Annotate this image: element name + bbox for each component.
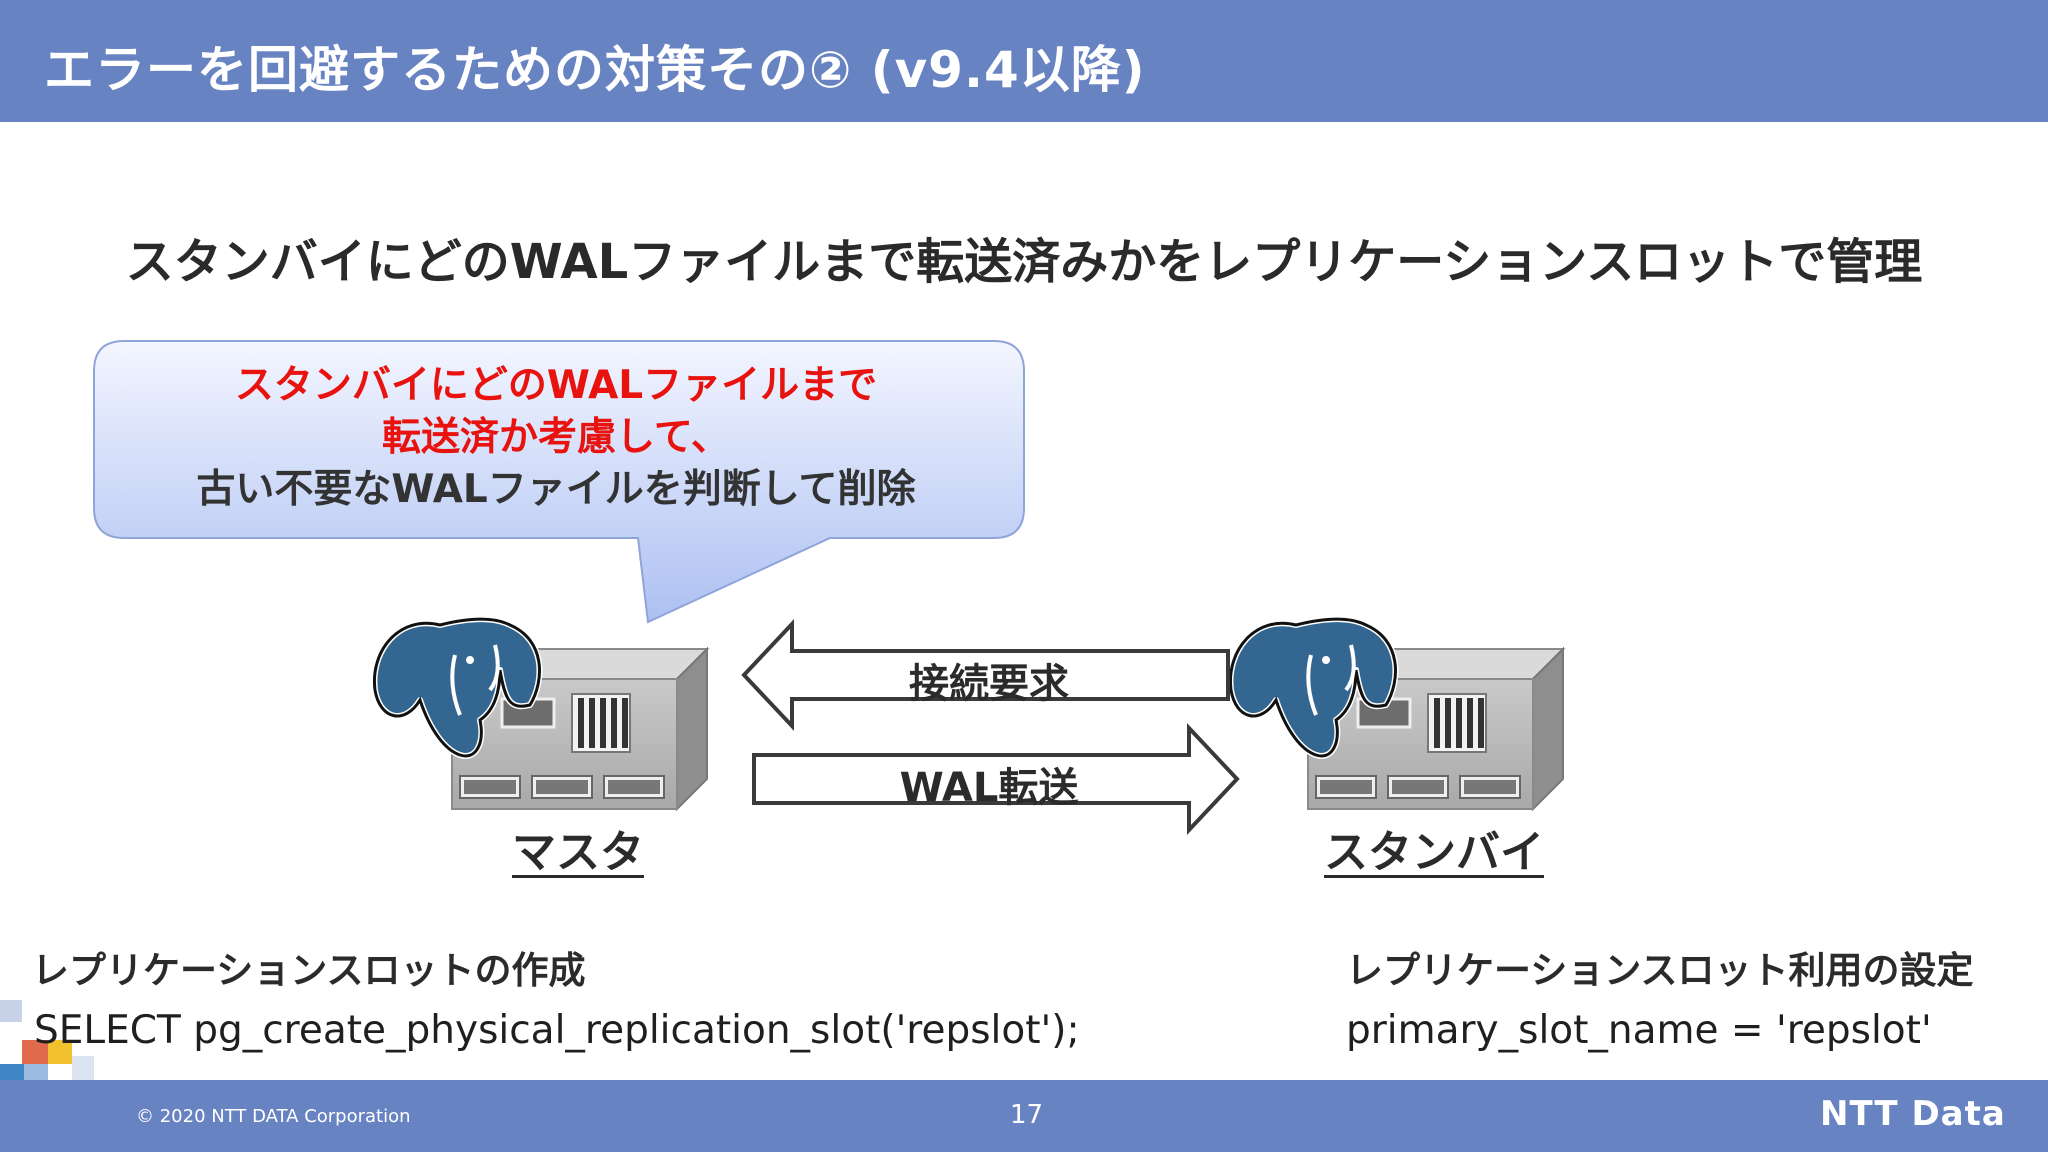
wal-transfer-arrow	[752, 722, 1240, 836]
standby-label: スタンバイ	[1324, 827, 1544, 878]
callout-line-3: 古い不要なWALファイルを判断して削除	[196, 467, 916, 512]
copyright-text: © 2020 NTT DATA Corporation	[136, 1106, 411, 1127]
connect-request-label: 接続要求	[909, 661, 1069, 707]
master-label: マスタ	[512, 827, 644, 878]
page-number: 17	[1010, 1100, 1044, 1130]
title-bar	[0, 0, 2048, 122]
slot-create-heading: レプリケーションスロットの作成	[32, 949, 586, 992]
ntt-data-logo: NTT Data	[1820, 1094, 2006, 1134]
footer-bar	[0, 1080, 2048, 1152]
callout-line-1: スタンバイにどのWALファイルまで	[234, 363, 878, 408]
wal-transfer-label: WAL転送	[899, 765, 1079, 811]
slot-use-heading: レプリケーションスロット利用の設定	[1346, 949, 1974, 992]
slide-title: エラーを回避するための対策その② (v9.4以降)	[44, 41, 1146, 99]
slide-subtitle: スタンバイにどのWALファイルまで転送済みかをレプリケーションスロットで管理	[125, 234, 1923, 290]
slot-use-setting: primary_slot_name = 'repslot'	[1346, 1008, 1932, 1053]
callout-bubble	[93, 340, 1025, 624]
slot-create-sql: SELECT pg_create_physical_replication_sl…	[34, 1008, 1080, 1053]
callout-line-2: 転送済か考慮して、	[382, 415, 730, 460]
connect-request-arrow	[741, 618, 1230, 732]
